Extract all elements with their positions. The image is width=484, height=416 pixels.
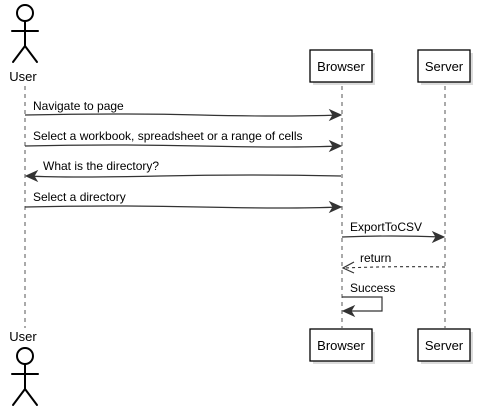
message-arrow-2 xyxy=(24,144,341,148)
message-arrow-6-head xyxy=(341,261,355,274)
message-label-4: Select a directory xyxy=(33,190,126,204)
message-label-2: Select a workbook, spreadsheet or a rang… xyxy=(33,129,302,143)
message-arrow-4 xyxy=(24,205,341,209)
message-label-1: Navigate to page xyxy=(33,99,124,113)
user-label-top: User xyxy=(9,69,37,84)
message-arrow-3 xyxy=(26,174,342,178)
server-label-top: Server xyxy=(425,59,464,74)
message-label-7: Success xyxy=(350,281,395,295)
browser-label-bottom: Browser xyxy=(317,338,365,353)
server-participant-bottom xyxy=(417,328,471,362)
user-actor-top-icon xyxy=(11,4,39,63)
server-label-bottom: Server xyxy=(425,338,464,353)
message-arrow-5 xyxy=(341,235,444,238)
message-label-5: ExportToCSV xyxy=(350,220,422,234)
message-arrow-7 xyxy=(342,296,383,312)
browser-participant-top xyxy=(309,49,373,83)
browser-participant-bottom xyxy=(309,328,373,362)
user-label-bottom: User xyxy=(9,329,37,344)
message-label-6: return xyxy=(360,251,391,265)
server-participant-top xyxy=(417,49,471,83)
user-actor-bottom-icon xyxy=(11,347,39,406)
message-arrow-1 xyxy=(24,113,341,117)
browser-label-top: Browser xyxy=(317,59,365,74)
message-label-3: What is the directory? xyxy=(43,159,159,173)
message-arrow-6 xyxy=(343,266,446,269)
